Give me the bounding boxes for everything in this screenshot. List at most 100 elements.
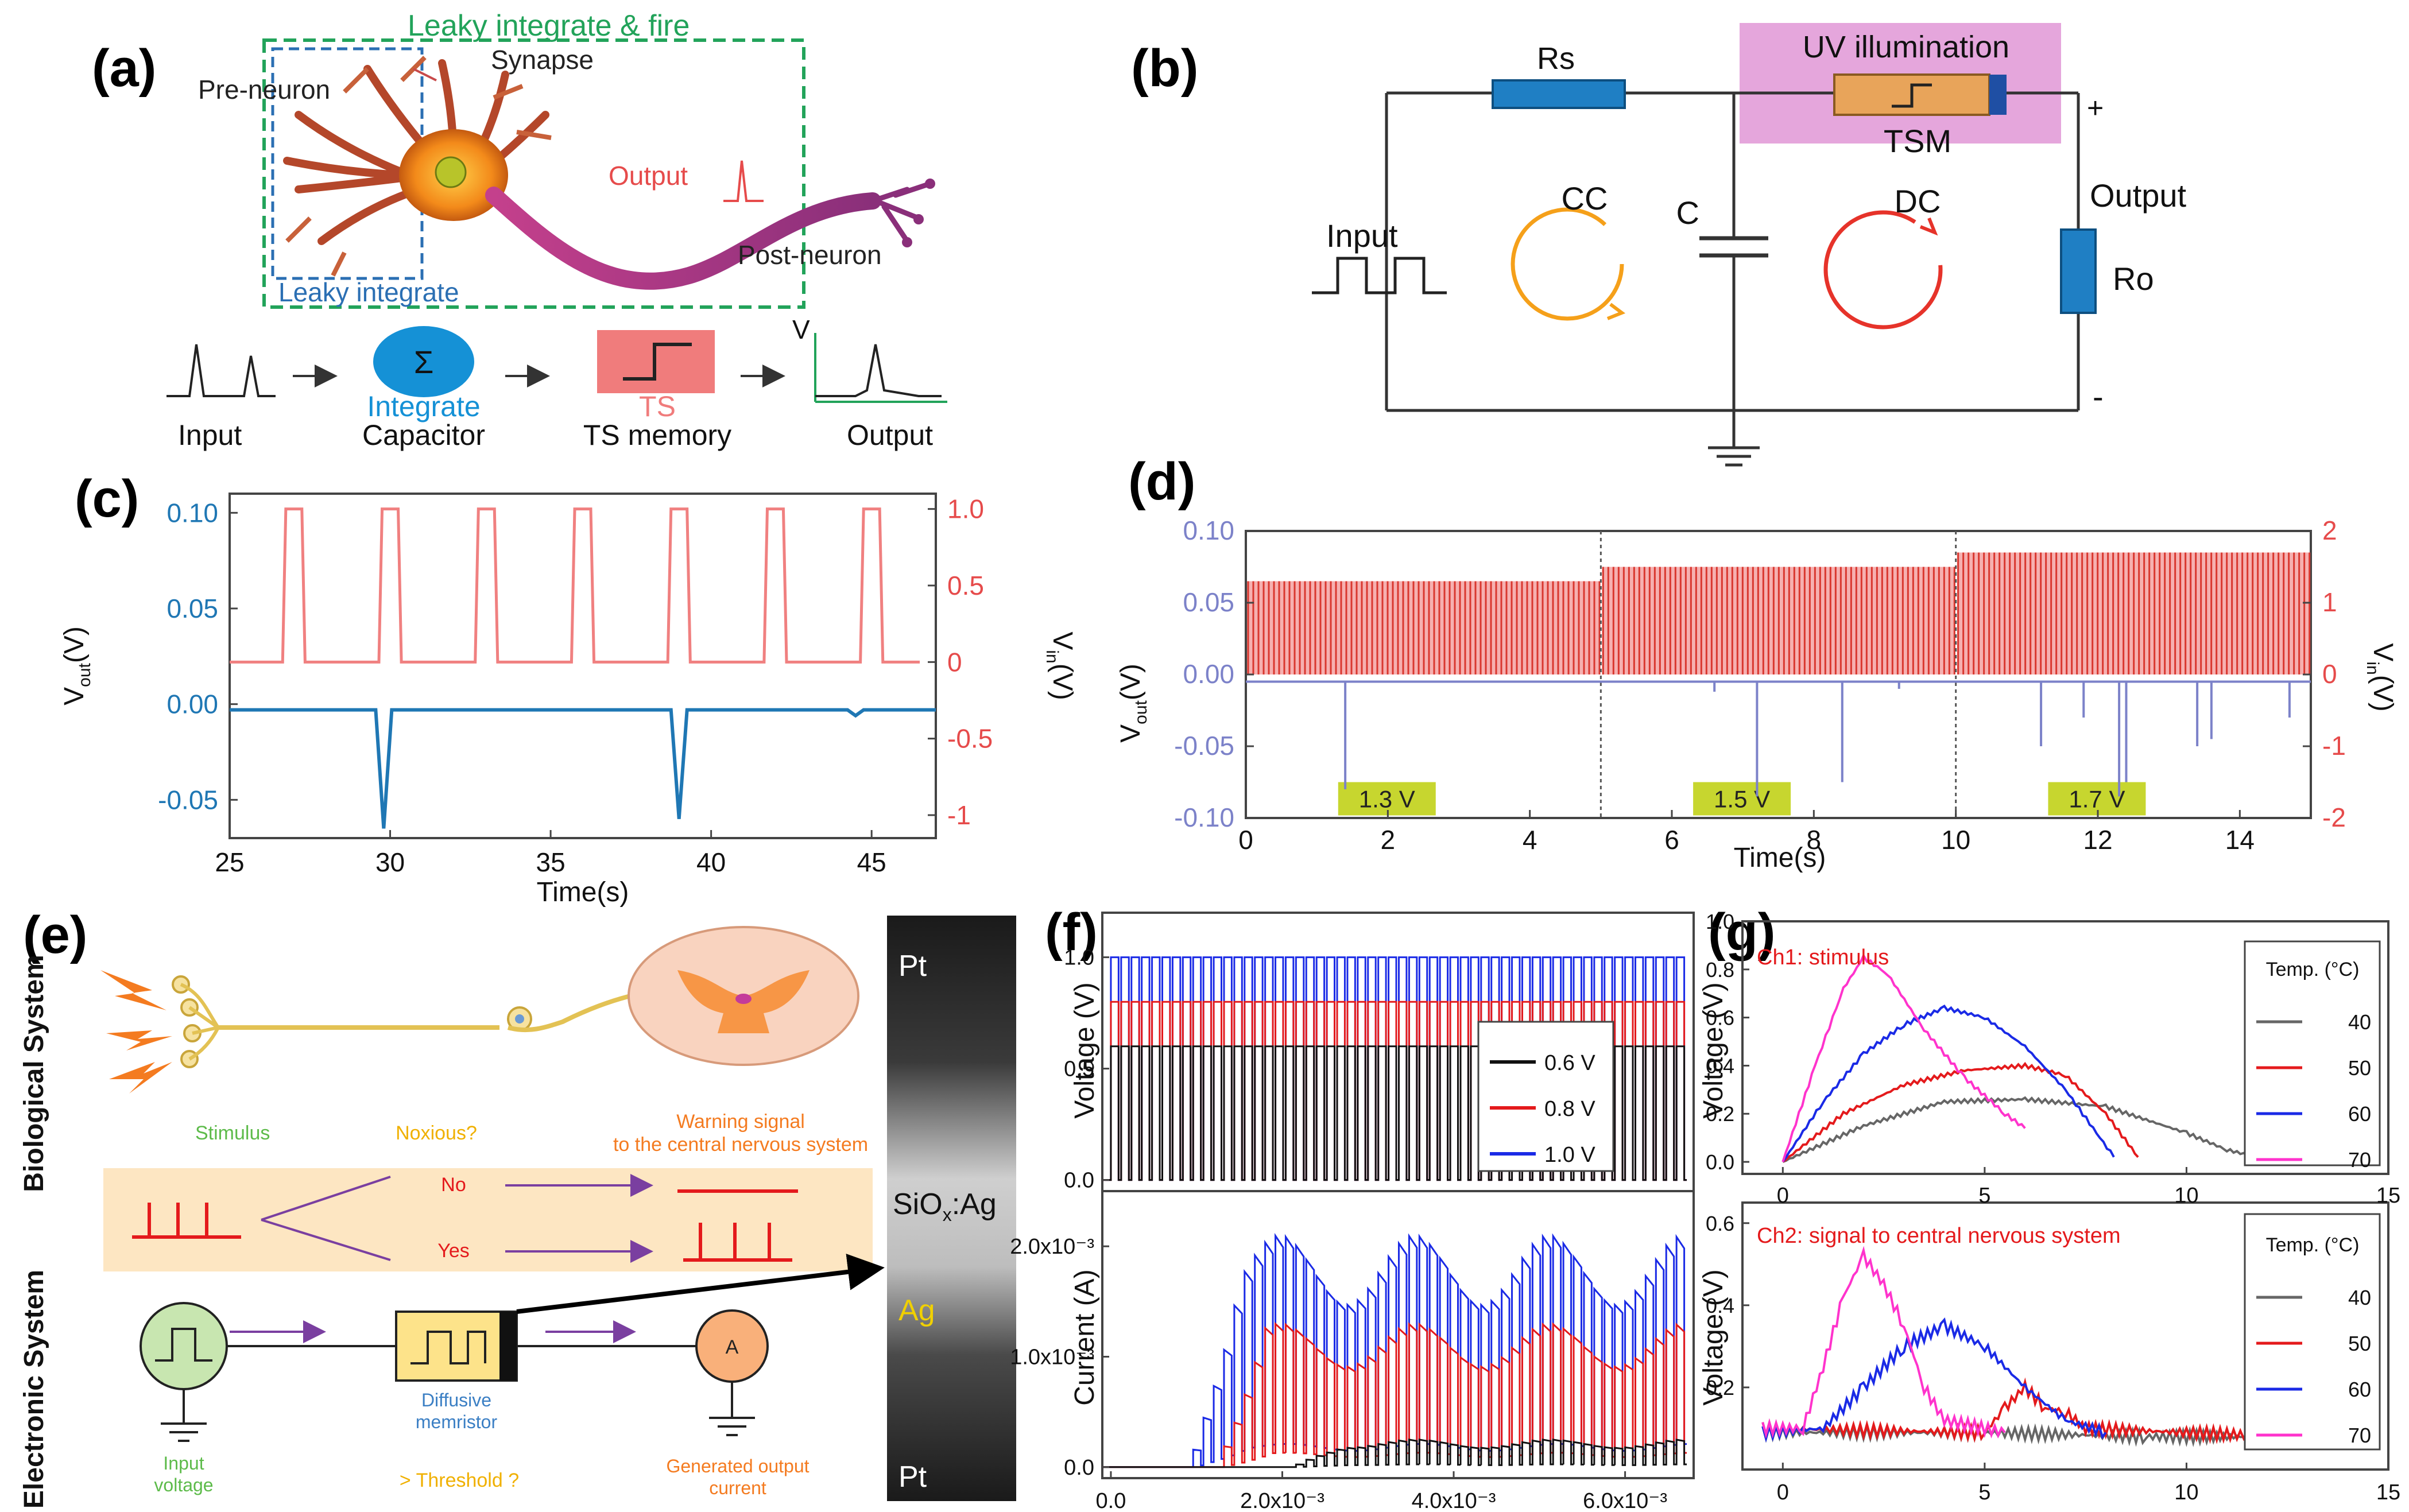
panel-b: (b) UV illumination Rs TSM + - CC C [1131, 23, 2187, 467]
y-tick-left-label: -0.05 [158, 785, 218, 815]
ch2-series-70 [1761, 1246, 2006, 1439]
y-tick-left-label: 0.05 [1183, 587, 1234, 617]
y-tick-bottom-label: 0.4 [1706, 1294, 1734, 1317]
y-tick-bottom-label: 0.2 [1706, 1376, 1734, 1399]
ro-label: Ro [2113, 261, 2154, 297]
y-tick-bottom-label: 0.6 [1706, 1212, 1734, 1235]
post-neuron-label: Post-neuron [738, 240, 882, 270]
x-tick-label: 6.0x10⁻³ [1583, 1489, 1667, 1512]
svg-text:Σ: Σ [414, 344, 434, 380]
diffusive-label-1: Diffusive [421, 1390, 491, 1410]
plot-g-ylabel-top: Voltage (V) [1698, 982, 1729, 1118]
flow-input-label: Input [178, 419, 242, 451]
lif-box [262, 38, 805, 309]
legend-title: Temp. (°C) [2266, 959, 2360, 980]
plot-f-ylabel-bottom: Current (A) [1070, 1269, 1100, 1405]
plot-c-data [230, 507, 936, 829]
input-label-b: Input [1326, 218, 1398, 254]
plot-g-bottom-title: Ch2: signal to central nervous system [1757, 1224, 2121, 1248]
flow-output-label: Output [847, 419, 933, 451]
plot-c-ylabel-left: Vout(V) [59, 626, 94, 705]
legend-label: 60 [2348, 1378, 2371, 1401]
y-tick-right-label: 0.5 [947, 571, 984, 600]
panel-g: (g) 0055101015151.00.80.60.40.20.00.60.4… [1698, 903, 2400, 1505]
bio-system-label: Biological System [19, 955, 49, 1192]
plot-c-ylabel-right: Vin(V) [1043, 631, 1078, 700]
x-tick-label: 0 [1238, 825, 1253, 855]
x-tick-label: 0.0 [1096, 1489, 1126, 1512]
y-tick-left-label: 0.10 [166, 498, 218, 528]
x-tick-label: 4 [1523, 825, 1537, 855]
y-tick-right-label: 1.0 [947, 494, 984, 524]
x-tick-label: 2.0x10⁻³ [1240, 1489, 1324, 1512]
capacitor-label: C [1676, 195, 1699, 231]
circuit-wires [1385, 91, 2080, 467]
flow-ts-memory-label: TS memory [583, 419, 731, 451]
input-pulse-train [1312, 257, 1447, 294]
stimulus-label: Stimulus [195, 1122, 270, 1144]
lif-box-label: Leaky integrate & fire [408, 9, 690, 42]
no-label: No [441, 1174, 466, 1196]
plot-f-ylabel-top: Voltage (V) [1070, 982, 1100, 1118]
threshold-label: > Threshold ? [400, 1470, 519, 1491]
y-tick-top-label: 1.0 [1064, 946, 1094, 970]
legend-label: 0.6 V [1544, 1051, 1595, 1075]
elec-system-label: Electronic System [19, 1270, 49, 1509]
vin-box [1693, 782, 1791, 816]
x-tick-label: 12 [2083, 825, 2112, 855]
x-tick-label: 45 [857, 847, 886, 877]
plot-f-bottom-frame [1101, 1190, 1695, 1479]
plot-g-top-title: Ch1: stimulus [1757, 945, 1889, 970]
y-tick-bottom-label: 2.0x10⁻³ [1010, 1235, 1094, 1259]
stimulus-bolts [100, 970, 172, 1094]
flow-ts-label: TS [639, 390, 676, 422]
plot-c-frame [228, 493, 937, 839]
x-tick-bottom-label: 5 [1978, 1480, 1990, 1505]
panel-a: (a) Leaky integrate & fire Synapse Pre-n… [92, 9, 947, 451]
output-minus: - [2093, 378, 2104, 414]
ch2-series-50 [1761, 1377, 2309, 1447]
ch1-series-60 [1781, 1004, 2115, 1163]
x-tick-top-label: 5 [1978, 1184, 1990, 1208]
warning-label-2: to the central nervous system [613, 1134, 868, 1156]
y-tick-bottom-label: 1.0x10⁻³ [1010, 1345, 1094, 1369]
plot-d-xlabel: Time(s) [1734, 843, 1826, 873]
noxious-label: Noxious? [396, 1122, 477, 1144]
y-tick-top-label: 0.8 [1706, 958, 1734, 982]
ch1-series-50 [1782, 1061, 2139, 1163]
legend-label: 50 [2348, 1332, 2371, 1355]
legend-label: 1.0 V [1544, 1143, 1595, 1167]
plot-d-ylabel-right: Vin(V) [2363, 643, 2398, 711]
dc-label: DC [1895, 183, 1941, 219]
panel-label-a: (a) [92, 39, 156, 98]
legend-label: 40 [2348, 1286, 2371, 1309]
generated-label-2: current [709, 1478, 766, 1498]
panel-label-e: (e) [23, 906, 87, 964]
rs-label: Rs [1537, 41, 1575, 76]
current-series-0.8 V [1102, 1321, 1687, 1468]
input-voltage-label-2: voltage [154, 1475, 213, 1495]
x-tick-top-label: 15 [2376, 1184, 2400, 1208]
ro-resistor [2060, 228, 2097, 314]
plot-g-top-frame [1741, 920, 2389, 1175]
neuron-illustration [283, 56, 935, 290]
y-tick-top-label: 0.0 [1706, 1150, 1734, 1174]
y-tick-right-label: -1 [947, 800, 971, 830]
yes-label: Yes [437, 1240, 469, 1262]
decision-box [103, 1168, 873, 1271]
x-tick-label: 4.0x10⁻³ [1412, 1489, 1496, 1512]
flow-integrate-label: Integrate [367, 390, 480, 422]
panel-label-d: (d) [1128, 452, 1195, 511]
legend-label: 70 [2348, 1148, 2371, 1172]
panel-label-f: (f) [1045, 903, 1098, 962]
y-tick-bottom-label: 0.0 [1064, 1456, 1094, 1480]
x-tick-top-label: 10 [2174, 1184, 2198, 1208]
y-tick-right-label: 0 [947, 647, 962, 677]
ch2-series-60 [1761, 1317, 2107, 1443]
vin-box-label: 1.3 V [1359, 786, 1415, 813]
legend-label: 40 [2348, 1010, 2371, 1034]
tem-ag-label: Ag [898, 1294, 935, 1327]
